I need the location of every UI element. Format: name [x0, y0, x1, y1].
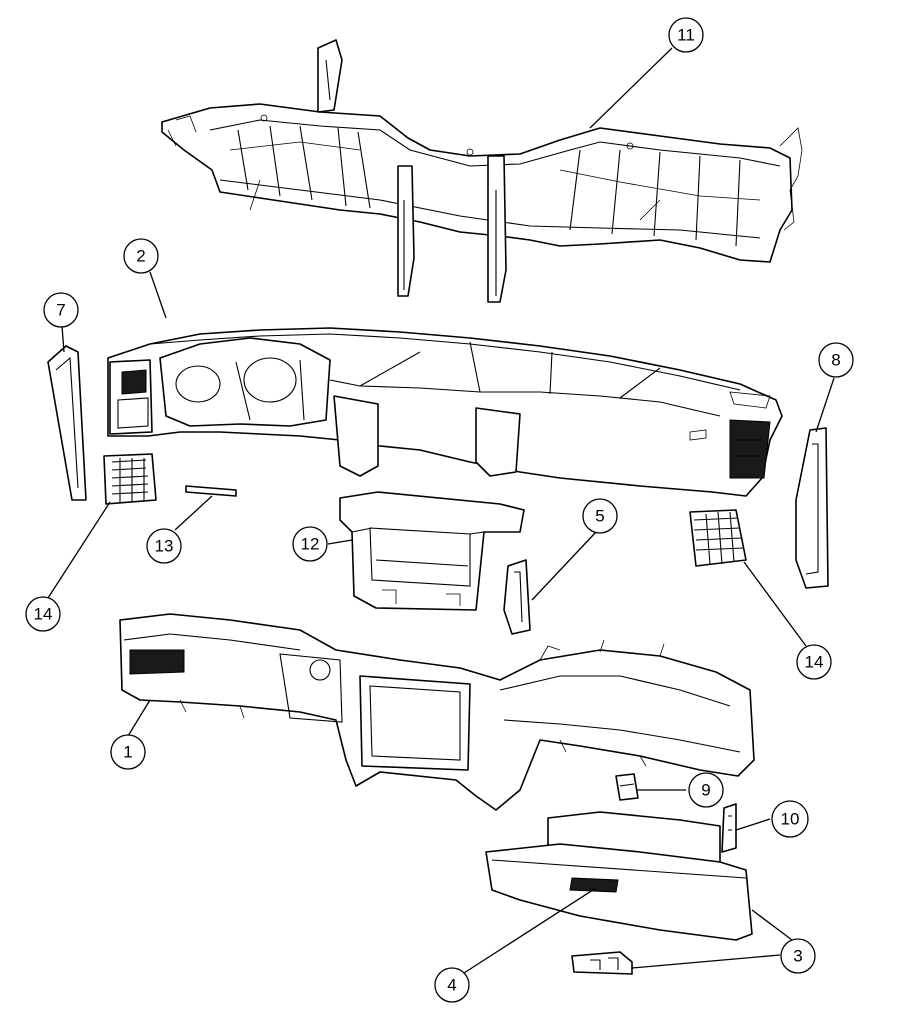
leader-8	[815, 377, 835, 433]
part-11-cross-car-beam	[161, 39, 803, 303]
callout-10-label: 10	[781, 810, 800, 829]
callout-14-left[interactable]: 14	[25, 596, 61, 632]
part-10-hinge	[721, 803, 737, 853]
leader-2	[149, 271, 167, 319]
callout-13[interactable]: 13	[146, 528, 182, 564]
callout-5-label: 5	[595, 507, 604, 526]
leader-3b	[631, 954, 781, 969]
part-9-clip	[615, 773, 639, 801]
callout-3-label: 3	[793, 947, 802, 966]
leader-4	[463, 887, 597, 974]
callout-11-label: 11	[677, 26, 695, 45]
callout-1-label: 1	[123, 743, 132, 762]
callout-8[interactable]: 8	[818, 342, 854, 378]
callout-9[interactable]: 9	[688, 772, 724, 808]
part-14-air-outlet-left	[103, 453, 157, 505]
callout-2[interactable]: 2	[123, 238, 159, 274]
callout-2-label: 2	[136, 247, 145, 266]
callout-14-right[interactable]: 14	[796, 644, 832, 680]
leader-5	[531, 531, 597, 601]
callout-12-label: 12	[301, 535, 320, 554]
callout-12[interactable]: 12	[292, 526, 328, 562]
leader-7	[61, 325, 65, 353]
callouts: 11 2 7 8 13 12 5 14	[25, 17, 854, 1003]
callout-7[interactable]: 7	[43, 292, 79, 328]
callout-8-label: 8	[831, 351, 840, 370]
leader-1	[127, 699, 151, 737]
callout-14-right-label: 14	[805, 653, 824, 672]
callout-1[interactable]: 1	[110, 734, 146, 770]
callout-14-left-label: 14	[34, 605, 53, 624]
callout-13-label: 13	[155, 537, 174, 556]
leader-14a	[47, 501, 111, 599]
part-1-instrument-panel-lower	[119, 613, 755, 811]
part-7-left-end-cap	[47, 345, 87, 501]
part-12-center-bracket	[339, 491, 525, 611]
leader-3a	[751, 909, 793, 941]
leader-11	[589, 47, 673, 129]
callout-3[interactable]: 3	[780, 938, 816, 974]
leader-12	[327, 539, 353, 545]
callout-10[interactable]: 10	[771, 800, 809, 838]
callout-4[interactable]: 4	[434, 967, 470, 1003]
callout-4-label: 4	[447, 976, 456, 995]
part-2-instrument-panel-upper	[107, 327, 783, 497]
callout-5[interactable]: 5	[582, 498, 618, 534]
callout-11[interactable]: 11	[668, 17, 704, 53]
part-5-side-bracket	[503, 559, 531, 635]
part-8-right-end-cap	[795, 427, 829, 589]
leader-14b	[743, 561, 807, 647]
leader-10	[735, 818, 771, 831]
callout-7-label: 7	[56, 301, 65, 320]
part-3-glove-box	[485, 811, 753, 975]
part-13-trim-strip	[185, 485, 237, 497]
part-14-air-outlet-right	[689, 509, 747, 567]
leader-lines	[47, 47, 835, 974]
callout-9-label: 9	[701, 781, 710, 800]
leader-13	[174, 495, 213, 531]
